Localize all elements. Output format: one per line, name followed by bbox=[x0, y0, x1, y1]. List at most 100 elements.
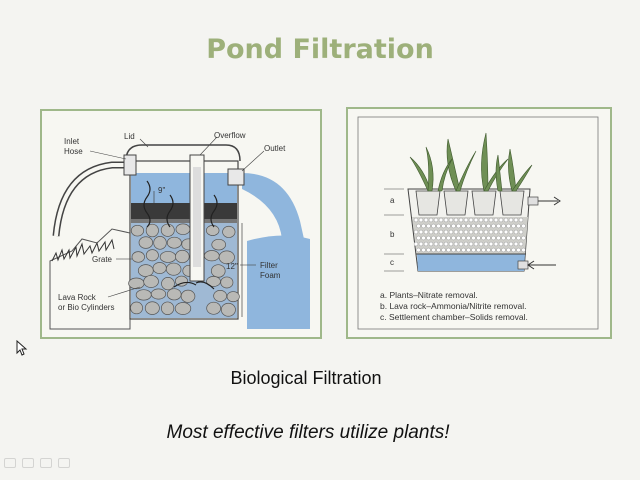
filter-diagram: Inlet Hose Lid Overflow Outlet Grate Fil… bbox=[49, 131, 310, 330]
label-a: a bbox=[390, 196, 395, 205]
gravel-stone bbox=[496, 235, 501, 241]
gravel-stone bbox=[446, 235, 451, 241]
gravel-stone bbox=[413, 229, 419, 235]
gravel-stone bbox=[493, 241, 499, 247]
rock bbox=[135, 289, 152, 301]
gravel-stone bbox=[436, 235, 441, 241]
gravel-stone bbox=[461, 247, 466, 253]
slideshow-toolbar[interactable] bbox=[4, 458, 70, 468]
legend-item-a: a. Plants–Nitrate removal. bbox=[380, 290, 478, 300]
gravel-stone bbox=[426, 235, 431, 241]
gravel-stone bbox=[446, 223, 451, 229]
rock bbox=[137, 264, 154, 277]
gravel-stone bbox=[501, 235, 506, 241]
gravel-stone bbox=[461, 235, 466, 241]
gravel-stone bbox=[508, 229, 514, 235]
label-filter: Filter bbox=[260, 261, 278, 270]
gravel-stone bbox=[458, 217, 464, 223]
gravel-stone bbox=[428, 217, 434, 223]
gravel-stone bbox=[498, 229, 504, 235]
gravel-stone bbox=[466, 235, 471, 241]
gravel-stone bbox=[421, 235, 426, 241]
gravel-stone bbox=[433, 241, 439, 247]
inlet-fitting bbox=[517, 260, 529, 270]
pen-icon[interactable] bbox=[22, 458, 34, 468]
prev-slide-icon[interactable] bbox=[4, 458, 16, 468]
rock bbox=[213, 290, 228, 302]
gravel-stone bbox=[521, 235, 526, 241]
caption-plants-note: Most effective filters utilize plants! bbox=[166, 422, 450, 443]
gravel-stone bbox=[473, 217, 479, 223]
gravel-stone bbox=[441, 223, 446, 229]
gravel-stone bbox=[468, 217, 474, 223]
rock bbox=[222, 225, 236, 238]
gravel-stone bbox=[466, 247, 471, 253]
gravel-stone bbox=[426, 223, 431, 229]
gravel-stone bbox=[498, 241, 504, 247]
outlet-fitting bbox=[527, 196, 539, 206]
gravel-stone bbox=[423, 241, 429, 247]
gravel-stone bbox=[496, 247, 501, 253]
gravel-stone bbox=[471, 247, 476, 253]
gravel-stone bbox=[416, 223, 421, 229]
rock bbox=[220, 302, 236, 317]
rock bbox=[211, 264, 226, 278]
gravel-stone bbox=[481, 223, 486, 229]
rock bbox=[226, 291, 240, 303]
rock bbox=[206, 301, 222, 315]
gravel-stone bbox=[451, 223, 456, 229]
gravel-stone bbox=[461, 223, 466, 229]
gravel-stone bbox=[431, 235, 436, 241]
gravel-stone bbox=[446, 247, 451, 253]
gravel-stone bbox=[506, 247, 511, 253]
gravel-stone bbox=[448, 217, 454, 223]
plant-pots bbox=[415, 190, 525, 216]
rock bbox=[211, 238, 227, 251]
gravel-stone bbox=[441, 235, 446, 241]
gravel-stone bbox=[483, 241, 489, 247]
gravel-stone bbox=[476, 235, 481, 241]
label-outlet: Outlet bbox=[264, 144, 286, 153]
rock bbox=[153, 236, 167, 250]
gravel-stone bbox=[488, 217, 494, 223]
next-slide-icon[interactable] bbox=[58, 458, 70, 468]
gravel-stone bbox=[443, 217, 449, 223]
label-lava-rock: Lava Rock bbox=[58, 293, 97, 302]
gravel-stone bbox=[453, 241, 459, 247]
gravel-stone bbox=[416, 247, 421, 253]
gravel-stone bbox=[443, 229, 449, 235]
gravel-stone bbox=[473, 229, 479, 235]
gravel-stone bbox=[413, 217, 419, 223]
filter-diagram-panel: Inlet Hose Lid Overflow Outlet Grate Fil… bbox=[40, 109, 322, 339]
gravel-stone bbox=[426, 247, 431, 253]
gravel-stone bbox=[468, 241, 474, 247]
label-hose: Hose bbox=[64, 147, 83, 156]
outlet-stream bbox=[242, 173, 304, 239]
gravel-stone bbox=[433, 229, 439, 235]
ground-line bbox=[49, 228, 131, 330]
slide-title: Pond Filtration bbox=[206, 34, 434, 65]
gravel-stone bbox=[478, 241, 484, 247]
gravel-stone bbox=[418, 241, 424, 247]
label-lid: Lid bbox=[124, 132, 135, 141]
gravel-stone bbox=[431, 247, 436, 253]
gravel-stone bbox=[451, 235, 456, 241]
gravel-stone bbox=[503, 217, 509, 223]
gravel-stone bbox=[491, 247, 496, 253]
plant-filter-panel: a b c a. Plants–Nitrate removal. b. Lava… bbox=[346, 107, 612, 339]
menu-icon[interactable] bbox=[40, 458, 52, 468]
gravel-stone bbox=[428, 229, 434, 235]
label-dim-9: 9" bbox=[158, 186, 165, 195]
gravel-stone bbox=[506, 223, 511, 229]
rock bbox=[159, 251, 177, 263]
inlet-hose bbox=[52, 161, 128, 237]
gravel-stones bbox=[413, 217, 526, 253]
gravel-stone bbox=[518, 217, 524, 223]
gravel-stone bbox=[431, 223, 436, 229]
gravel-stone bbox=[516, 235, 521, 241]
gravel-stone bbox=[421, 223, 426, 229]
rock bbox=[205, 225, 220, 236]
rock bbox=[128, 277, 145, 290]
rock bbox=[143, 275, 159, 288]
